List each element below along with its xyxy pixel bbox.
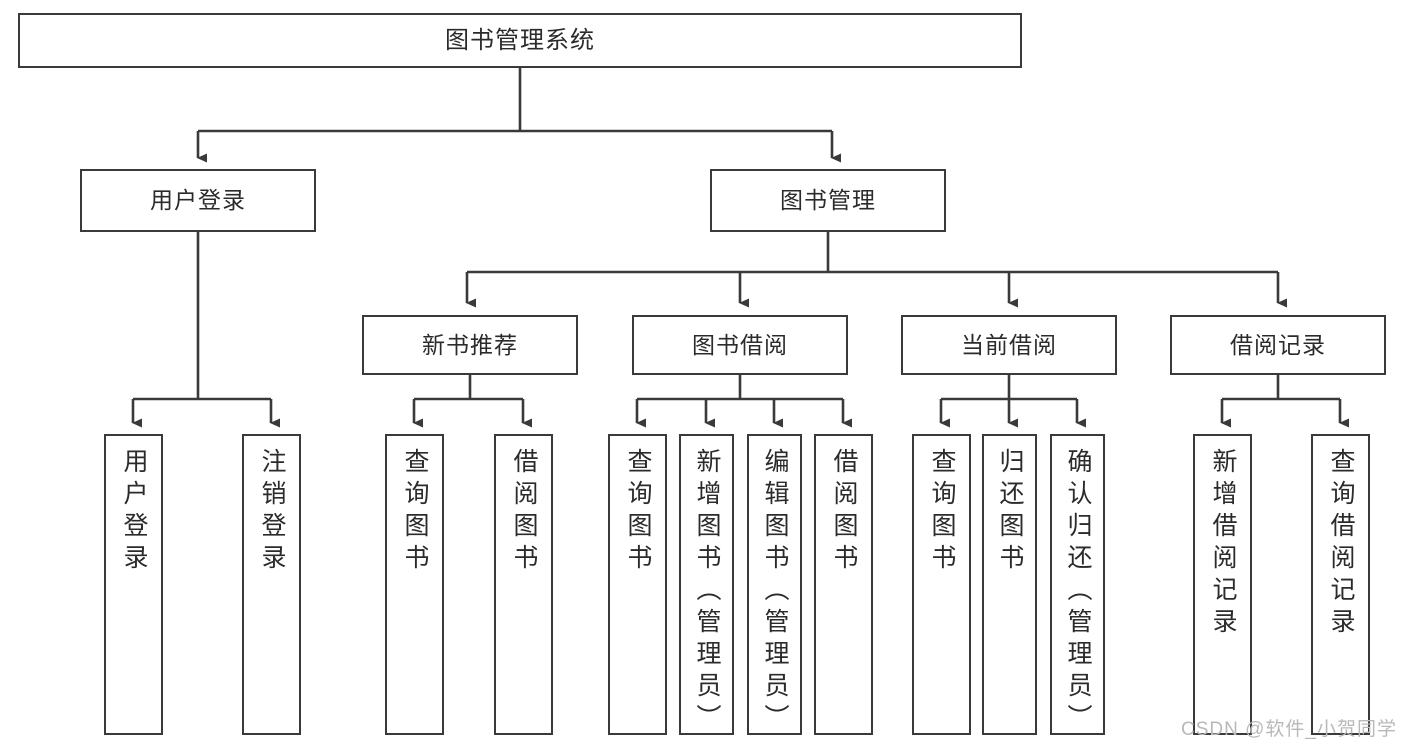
leaf-user-login[interactable]: 用户登录 — [104, 434, 163, 735]
leaf-add-borrow-record[interactable]: 新增借阅记录 — [1193, 434, 1252, 735]
node-user-login[interactable]: 用户登录 — [80, 169, 316, 232]
node-label: 新书推荐 — [422, 331, 518, 358]
leaf-query-book-current[interactable]: 查询图书 — [912, 434, 971, 735]
node-label: 新增借阅记录 — [1209, 448, 1237, 640]
leaf-logout[interactable]: 注销登录 — [242, 434, 301, 735]
leaf-query-book-borrow[interactable]: 查询图书 — [608, 434, 667, 735]
node-book-management[interactable]: 图书管理 — [710, 169, 946, 232]
node-new-book-recommend[interactable]: 新书推荐 — [362, 315, 578, 375]
leaf-query-borrow-record[interactable]: 查询借阅记录 — [1311, 434, 1370, 735]
node-label: 归还图书 — [996, 448, 1024, 576]
node-label: 查询图书 — [928, 448, 956, 576]
node-label: 当前借阅 — [961, 331, 1057, 358]
leaf-add-book-admin[interactable]: 新增图书（管理员） — [679, 434, 734, 736]
node-label: 查询图书 — [624, 448, 652, 576]
leaf-edit-book-admin[interactable]: 编辑图书（管理员） — [747, 434, 802, 736]
leaf-query-book-recommend[interactable]: 查询图书 — [385, 434, 444, 735]
node-borrow-record[interactable]: 借阅记录 — [1170, 315, 1386, 375]
watermark: CSDN @软件_小贺同学 — [1181, 719, 1397, 740]
node-current-borrow[interactable]: 当前借阅 — [901, 315, 1117, 375]
node-label: 新增图书（管理员） — [693, 448, 721, 736]
node-label: 确认归还（管理员） — [1064, 448, 1092, 736]
node-label: 查询借阅记录 — [1327, 448, 1355, 640]
node-label: 借阅记录 — [1230, 331, 1326, 358]
leaf-borrow-book-recommend[interactable]: 借阅图书 — [494, 434, 553, 735]
node-label: 图书管理 — [780, 187, 876, 214]
leaf-return-book[interactable]: 归还图书 — [982, 434, 1037, 735]
node-label: 用户登录 — [150, 187, 246, 214]
leaf-confirm-return-admin[interactable]: 确认归还（管理员） — [1050, 434, 1105, 736]
node-label: 注销登录 — [258, 448, 286, 576]
node-label: 借阅图书 — [510, 448, 538, 576]
node-label: 图书管理系统 — [445, 26, 595, 54]
node-book-borrow[interactable]: 图书借阅 — [632, 315, 848, 375]
node-label: 图书借阅 — [692, 331, 788, 358]
node-label: 编辑图书（管理员） — [761, 448, 789, 736]
leaf-borrow-book[interactable]: 借阅图书 — [814, 434, 873, 735]
node-label: 查询图书 — [401, 448, 429, 576]
node-root-system[interactable]: 图书管理系统 — [18, 13, 1022, 68]
node-label: 用户登录 — [120, 448, 148, 576]
node-label: 借阅图书 — [830, 448, 858, 576]
